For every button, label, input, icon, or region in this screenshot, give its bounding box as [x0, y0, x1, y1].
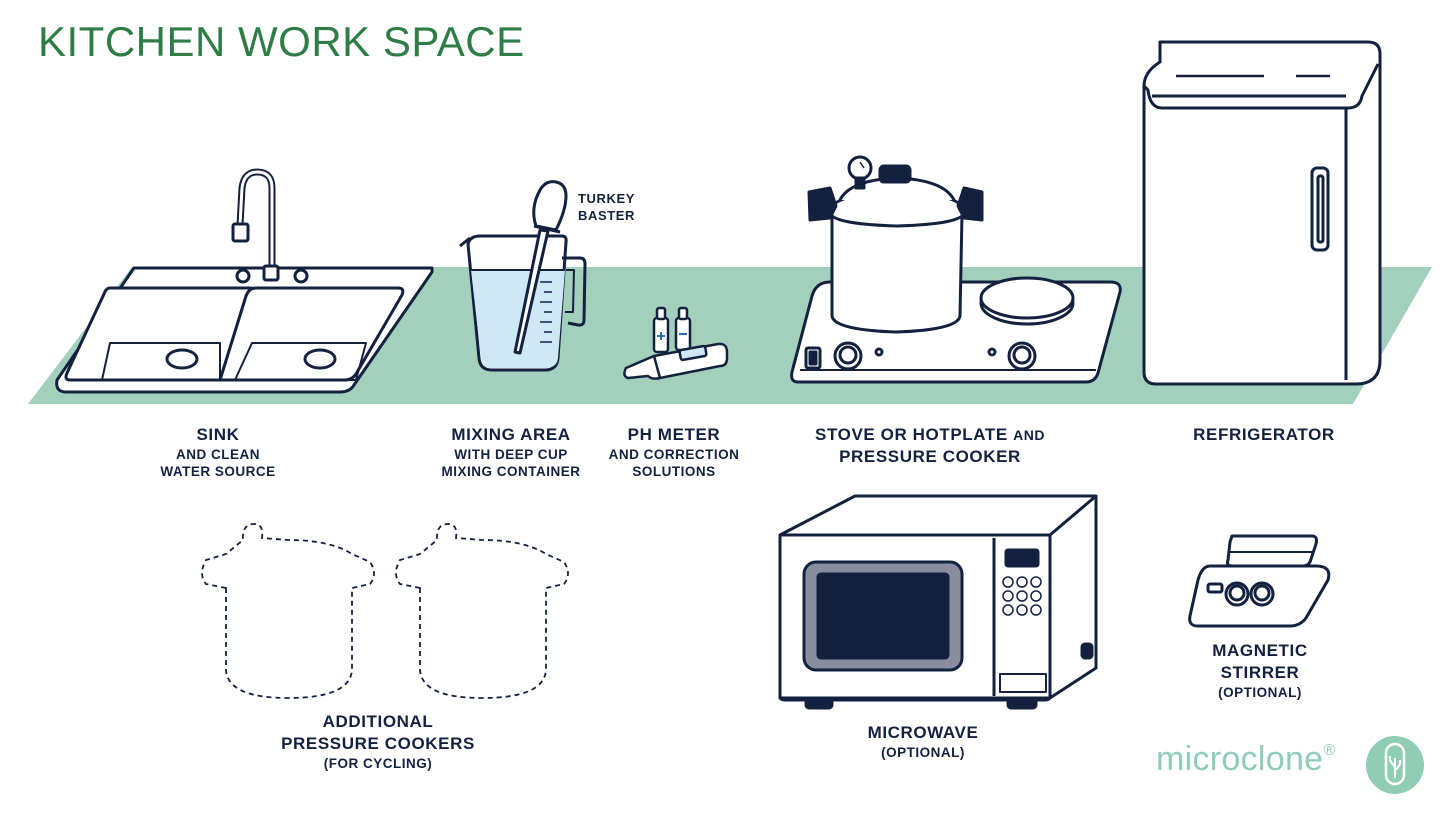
page-title: KITCHEN WORK SPACE [38, 18, 525, 65]
microwave-icon [778, 494, 1098, 710]
sink-label: SINK [196, 425, 240, 444]
additional-cookers-label2: PRESSURE COOKERS [281, 734, 475, 753]
mixing-label: MIXING AREA [451, 425, 571, 444]
brand-mark: ® [1323, 742, 1336, 759]
brand-name: microclone [1156, 740, 1324, 778]
refrigerator-icon [1142, 40, 1382, 386]
additional-cookers-caption: ADDITIONAL PRESSURE COOKERS (FOR CYCLING… [258, 711, 498, 772]
mixing-sub2: MIXING CONTAINER [441, 464, 581, 479]
additional-cookers-label1: ADDITIONAL [322, 712, 434, 731]
sink-sub1: AND CLEAN [176, 447, 260, 462]
refrigerator-label: REFRIGERATOR [1193, 425, 1335, 444]
turkey-baster-line2: BASTER [578, 208, 636, 223]
ph-meter-sub2: SOLUTIONS [632, 464, 716, 479]
ph-meter-sub1: AND CORRECTION [608, 447, 740, 462]
stove-caption: STOVE OR HOTPLATE AND PRESSURE COOKER [790, 424, 1070, 468]
magnetic-stirrer-sub: (OPTIONAL) [1218, 685, 1302, 700]
stove-and: AND [1013, 427, 1045, 443]
stove-label-line1: STOVE OR HOTPLATE AND [790, 424, 1070, 446]
magnetic-stirrer-label2: STIRRER [1220, 663, 1300, 682]
mixing-sub1: WITH DEEP CUP [454, 447, 568, 462]
ph-meter-icon [623, 306, 729, 380]
magnetic-stirrer-icon [1188, 534, 1331, 628]
pressure-cooker-icon [807, 155, 984, 334]
sink-caption: SINK AND CLEAN WATER SOURCE [118, 424, 318, 480]
microclone-logo-icon [1366, 736, 1424, 794]
microwave-caption: MICROWAVE (OPTIONAL) [833, 722, 1013, 761]
sink-icon [55, 168, 434, 394]
stove-label: STOVE OR HOTPLATE [815, 425, 1008, 444]
turkey-baster-icon [513, 180, 568, 355]
sink-sub2: WATER SOURCE [160, 464, 276, 479]
microwave-sub: (OPTIONAL) [881, 745, 965, 760]
ph-meter-label: PH METER [627, 425, 721, 444]
microwave-label: MICROWAVE [867, 723, 979, 742]
brand-wordmark: microclone® [1156, 740, 1335, 779]
ph-meter-caption: PH METER AND CORRECTION SOLUTIONS [594, 424, 754, 480]
mixing-caption: MIXING AREA WITH DEEP CUP MIXING CONTAIN… [421, 424, 601, 480]
stove-label2: PRESSURE COOKER [839, 447, 1021, 466]
magnetic-stirrer-caption: MAGNETIC STIRRER (OPTIONAL) [1180, 640, 1340, 701]
dashed-pressure-cookers-icon [201, 523, 569, 699]
turkey-baster-line1: TURKEY [578, 191, 636, 206]
mixing-cup-icon [459, 234, 587, 372]
turkey-baster-label: TURKEY BASTER [578, 190, 635, 224]
additional-cookers-sub: (FOR CYCLING) [323, 756, 433, 771]
refrigerator-caption: REFRIGERATOR [1164, 424, 1364, 446]
magnetic-stirrer-label1: MAGNETIC [1212, 641, 1308, 660]
